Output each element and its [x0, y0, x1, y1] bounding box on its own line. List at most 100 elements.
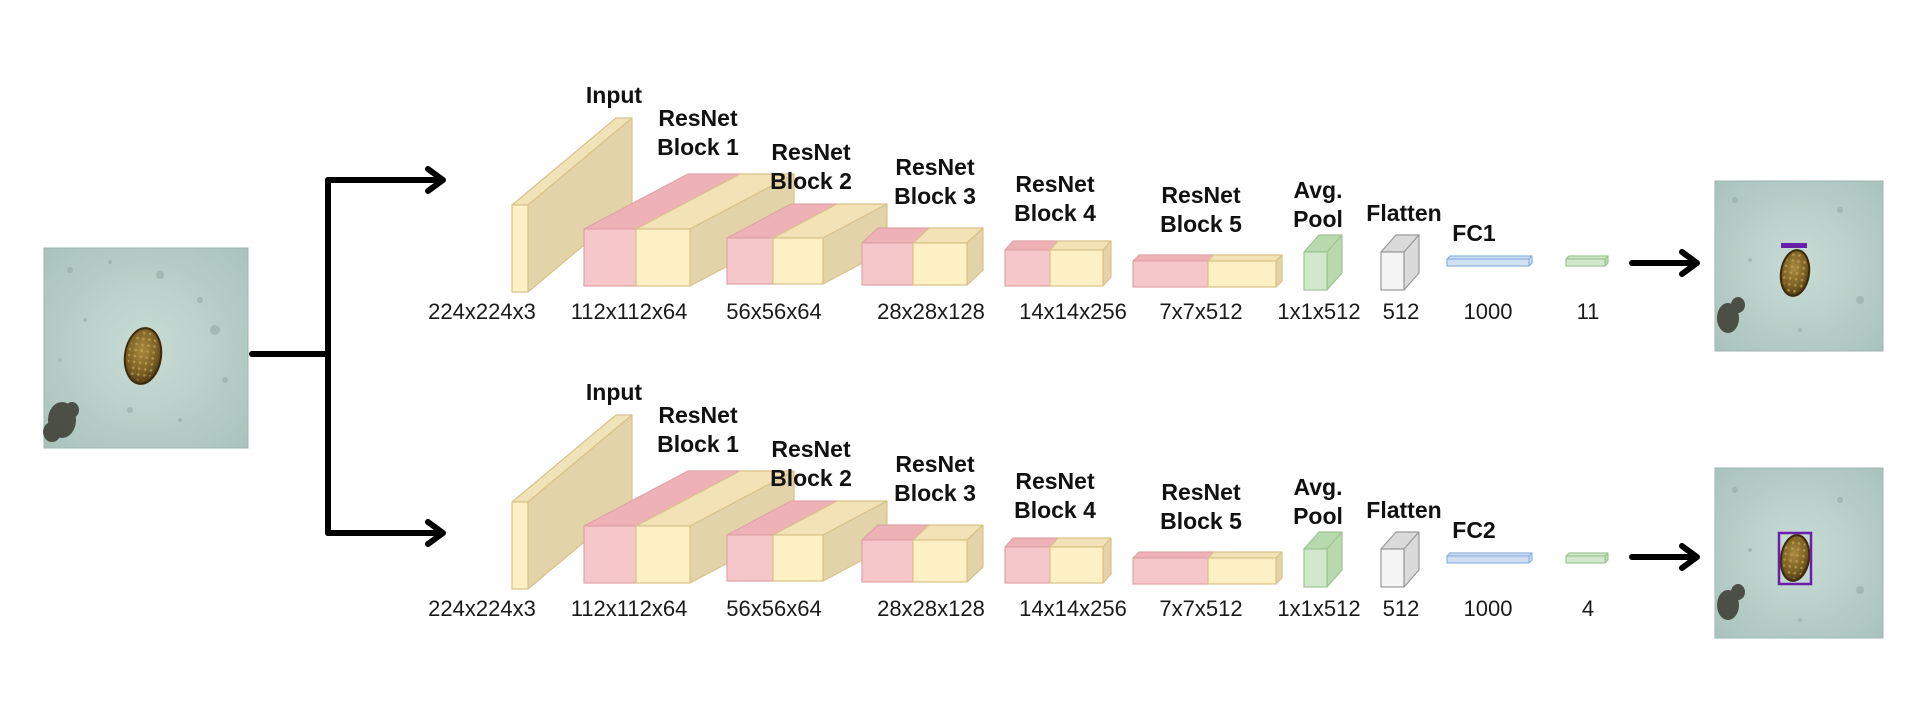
input-layer-face [511, 204, 529, 293]
dim-label-6: 1x1x512 [1277, 299, 1360, 324]
parasite-egg [1779, 249, 1811, 297]
dim-label-4: 14x14x256 [1019, 299, 1127, 324]
resnet-block-2-face-pink [726, 237, 774, 285]
output-arrows [1629, 249, 1700, 571]
dim-label-2: 56x56x64 [726, 596, 821, 621]
output-image-classification [1714, 180, 1884, 352]
dim-label-3: 28x28x128 [877, 299, 985, 324]
label-block-2-line-1: ResNet [771, 436, 851, 462]
label-block-3-line-1: ResNet [895, 451, 975, 477]
resnet-block-5-side [1275, 254, 1283, 288]
dim-label-7: 512 [1383, 299, 1420, 324]
input-layer [511, 414, 633, 590]
label-block-4-line-1: ResNet [1015, 171, 1095, 197]
label-block-5-line-2: Block 5 [1160, 508, 1242, 534]
label-block-1-line-1: ResNet [658, 402, 738, 428]
avg-pool-layer-face [1303, 548, 1328, 588]
resnet-block-2-face-yellow [772, 534, 824, 582]
resnet-block-4-top-yellow [1049, 537, 1112, 548]
resnet-block-4 [1004, 537, 1112, 584]
flatten-layer-face [1380, 548, 1405, 588]
dim-label-7: 512 [1383, 596, 1420, 621]
dim-label-4: 14x14x256 [1019, 596, 1127, 621]
output-layer [1565, 255, 1609, 267]
resnet-block-5-face-pink [1132, 557, 1209, 585]
label-block-5-line-2: Block 5 [1160, 211, 1242, 237]
resnet-block-2-face-yellow [772, 237, 824, 285]
label-block-3-line-2: Block 3 [894, 183, 976, 209]
dim-label-1: 112x112x64 [571, 299, 688, 324]
debris-cluster [43, 402, 79, 442]
dim-label-3: 28x28x128 [877, 596, 985, 621]
parasite-egg [123, 327, 163, 385]
label-flatten: Flatten [1366, 200, 1441, 226]
flatten-layer-face [1380, 251, 1405, 291]
dim-label-8: 1000 [1464, 299, 1513, 324]
resnet-block-1-face-yellow [635, 228, 691, 287]
resnet-block-4-side [1102, 537, 1112, 584]
label-block-5-line-1: ResNet [1161, 479, 1241, 505]
label-block-4-line-2: Block 4 [1014, 497, 1096, 523]
resnet-block-4 [1004, 240, 1112, 287]
resnet-block-3-face-pink [861, 242, 914, 286]
fc-layer-face [1446, 258, 1530, 267]
label-block-2-line-2: Block 2 [770, 168, 852, 194]
resnet-block-1-face-pink [583, 228, 637, 287]
resnet-block-2 [726, 500, 888, 582]
resnet-block-4-face-yellow [1049, 546, 1104, 584]
resnet-block-3 [861, 227, 984, 286]
resnet-block-5-top-pink [1132, 551, 1215, 559]
debris-cluster [1717, 297, 1745, 333]
resnet-block-5-face-yellow [1207, 260, 1277, 288]
fc-layer [1446, 255, 1533, 267]
output-layer-face [1565, 258, 1606, 267]
resnet-block-4-top-pink [1004, 240, 1059, 251]
dim-label-2: 56x56x64 [726, 299, 821, 324]
label-block-4-line-1: ResNet [1015, 468, 1095, 494]
bounding-box-icon [1777, 531, 1813, 586]
parasite-egg [1779, 534, 1811, 582]
resnet-block-1-face-pink [583, 525, 637, 584]
resnet-block-4-face-pink [1004, 249, 1051, 287]
resnet-block-5 [1132, 551, 1283, 585]
dim-label-8: 1000 [1464, 596, 1513, 621]
resnet-block-1-face-yellow [635, 525, 691, 584]
label-fc: FC2 [1452, 517, 1495, 543]
output-image-localization [1714, 467, 1884, 639]
dim-label-9: 11 [1577, 299, 1600, 324]
label-block-5-line-1: ResNet [1161, 182, 1241, 208]
avg-pool-layer [1303, 234, 1343, 291]
label-block-3-line-2: Block 3 [894, 480, 976, 506]
resnet-block-5 [1132, 254, 1283, 288]
dim-label-5: 7x7x512 [1159, 299, 1242, 324]
label-block-1-line-2: Block 1 [657, 134, 739, 160]
resnet-block-4-top-pink [1004, 537, 1059, 548]
resnet-block-3-face-yellow [912, 539, 968, 583]
label-fc: FC1 [1452, 220, 1496, 246]
resnet-block-4-top-yellow [1049, 240, 1112, 251]
resnet-block-2 [726, 203, 888, 285]
resnet-block-1 [583, 470, 795, 584]
dim-label-5: 7x7x512 [1159, 596, 1242, 621]
label-flatten: Flatten [1366, 497, 1441, 523]
label-block-4-line-2: Block 4 [1014, 200, 1096, 226]
resnet-block-3 [861, 524, 984, 583]
resnet-block-3-face-yellow [912, 242, 968, 286]
input-layer-face [511, 501, 529, 590]
flatten-layer [1380, 531, 1420, 588]
output-layer [1565, 552, 1609, 564]
resnet-block-3-face-pink [861, 539, 914, 583]
fc-layer-face [1446, 555, 1530, 564]
dim-label-9: 4 [1582, 596, 1594, 621]
resnet-block-4-face-yellow [1049, 249, 1104, 287]
dim-label-6: 1x1x512 [1277, 596, 1360, 621]
resnet-block-2-face-pink [726, 534, 774, 582]
label-avg-pool-line-2: Pool [1293, 503, 1343, 529]
label-block-1-line-2: Block 1 [657, 431, 739, 457]
label-avg-pool-line-1: Avg. [1294, 177, 1343, 203]
resnet-block-5-face-yellow [1207, 557, 1277, 585]
resnet-block-5-top-yellow [1207, 551, 1283, 559]
label-avg-pool-line-2: Pool [1293, 206, 1343, 232]
